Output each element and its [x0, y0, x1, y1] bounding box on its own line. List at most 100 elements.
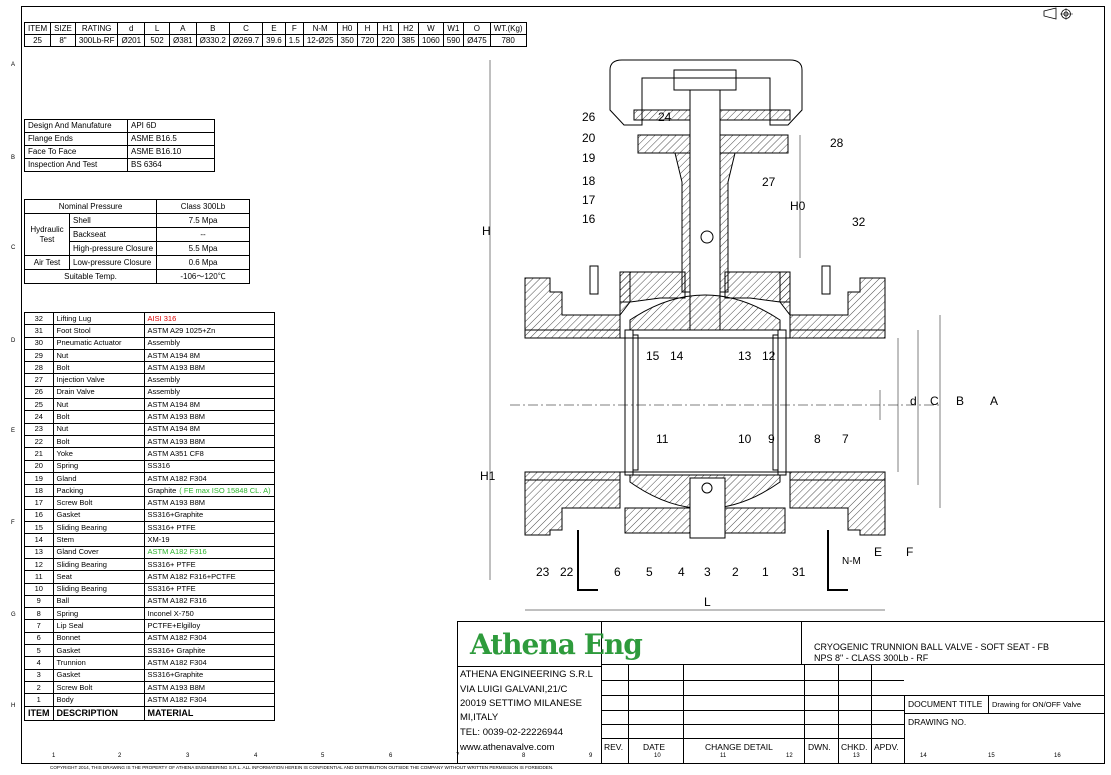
bom-material: ASTM A182 F304 — [143, 656, 275, 670]
change-detail-header: CHANGE DETAIL — [705, 742, 773, 752]
bom-description: Lip Seal — [52, 619, 145, 633]
bom-item-number: 30 — [24, 336, 54, 350]
dim-value: 12-Ø25 — [302, 34, 338, 47]
bom-material-text: SS316+ PTFE — [147, 559, 196, 569]
callout-label: 24 — [658, 110, 672, 124]
bom-item-number: 22 — [24, 434, 54, 449]
company-website[interactable]: www.athenavalve.com — [460, 742, 555, 753]
bom-material-text: Assembly — [147, 375, 181, 385]
document-title-value: Drawing for ON/OFF Valve — [992, 700, 1082, 709]
bom-description: Yoke — [52, 447, 145, 461]
bom-item-number: 29 — [24, 348, 54, 363]
projection-symbol-icon — [1043, 7, 1073, 20]
bom-material: Inconel X-750 — [143, 607, 275, 621]
callout-label: 15 — [646, 349, 660, 363]
dim-header: H0 — [336, 22, 358, 35]
bom-item-number: 10 — [24, 582, 54, 596]
bom-item-number-text: 15 — [34, 522, 43, 532]
bom-material-text: ASTM A193 B8M — [147, 498, 206, 508]
dim-value: 502 — [144, 34, 171, 47]
bom-material: Assembly — [143, 336, 275, 350]
dim-header: W — [417, 22, 444, 35]
bom-item-number-text: 23 — [34, 424, 43, 434]
bom-item-number-text: 4 — [36, 657, 41, 667]
bom-description-text: Bolt — [56, 362, 70, 372]
bom-material: ASTM A193 B8M — [143, 496, 275, 510]
valve-section-drawing: 26 24 20 19 18 17 16 28 27 32 15 14 13 1… — [480, 59, 998, 611]
bom-item-number: 27 — [24, 373, 54, 387]
bom-material-text: SS316 — [147, 461, 171, 471]
callout-label: 32 — [852, 215, 866, 229]
bom-description-text: Sliding Bearing — [56, 522, 107, 532]
bom-material-text: ASTM A194 8M — [147, 399, 201, 409]
company-country: MI,ITALY — [460, 712, 499, 723]
bom-item-number: 28 — [24, 361, 54, 375]
bom-item-number-text: 3 — [36, 670, 41, 680]
standard-value: API 6D — [127, 119, 215, 133]
bom-item-number: 18 — [24, 484, 54, 498]
bom-description-text: Drain Valve — [56, 387, 95, 397]
bom-item-number: 12 — [24, 557, 54, 572]
bom-description-text: Screw Bolt — [56, 682, 93, 692]
bom-description-text: Yoke — [56, 448, 73, 458]
bom-description: Spring — [52, 459, 145, 473]
bom-description-text: Gasket — [56, 510, 81, 520]
bom-description-text: Bolt — [56, 436, 70, 446]
bom-material: ASTM A182 F316 — [143, 594, 275, 609]
bom-item-number-text: 14 — [34, 534, 43, 544]
bom-description-text: Bonnet — [56, 633, 81, 643]
col-number: 16 — [1054, 753, 1061, 759]
lifting-lug-left — [589, 265, 599, 295]
bom-material-text: ASTM A182 F316 — [147, 547, 207, 557]
standard-value: ASME B16.5 — [127, 132, 215, 146]
bom-item-number-text: 2 — [36, 682, 41, 692]
bom-description-text: Nut — [56, 424, 69, 434]
bom-description: Injection Valve — [52, 373, 145, 387]
shell-label: Shell — [68, 213, 158, 228]
callout-label: 16 — [582, 212, 596, 226]
seat-left-inner — [632, 334, 639, 471]
col-number: 12 — [786, 753, 793, 759]
bom-material: SS316+ PTFE — [143, 582, 275, 596]
test-row: Nominal Pressure Class 300Lb — [23, 199, 251, 214]
body-lower-left — [524, 479, 621, 536]
bom-material: ASTM A193 B8M — [143, 410, 275, 424]
dim-label: C — [930, 394, 939, 408]
dim-header: ITEM — [23, 22, 52, 35]
company-name: ATHENA ENGINEERING S.R.L — [460, 669, 593, 680]
bom-material-text: Assembly — [147, 387, 181, 397]
bom-description: Packing — [52, 484, 145, 498]
dim-header: H1 — [377, 22, 399, 35]
bom-description: Nut — [52, 422, 145, 436]
bom-item-number: 17 — [24, 496, 54, 510]
bom-description-text: Spring — [56, 461, 79, 471]
bom-item-number-text: 20 — [34, 461, 43, 471]
bom-material-text: ASTM A194 8M — [147, 424, 201, 434]
company-city: 20019 SETTIMO MILANESE — [460, 698, 582, 709]
bom-material-text: ASTM A182 F304 — [147, 633, 207, 643]
dim-label: B — [956, 394, 964, 408]
bom-item-number: 15 — [24, 521, 54, 535]
callout-label: 13 — [738, 349, 752, 363]
bom-description: Lifting Lug — [52, 311, 145, 326]
col-number: 5 — [321, 753, 325, 759]
bom-material: PCTFE+Elgilloy — [143, 619, 275, 633]
bom-description: Ball — [52, 594, 145, 609]
bom-material-text: SS316+Graphite — [147, 510, 204, 520]
col-number: 1 — [52, 753, 56, 759]
callout-label: 26 — [582, 110, 596, 124]
bom-material-text: SS316+ PTFE — [147, 584, 196, 594]
row-letter: C — [11, 245, 16, 251]
test-row: Air Test Low-pressure Closure 0.6 Mpa — [24, 255, 251, 270]
bom-item-number: 16 — [24, 508, 54, 523]
bom-material: ASTM A194 8M — [143, 422, 275, 436]
bom-header-row: ITEM DESCRIPTION MATERIAL — [24, 705, 275, 721]
bom-item-number: 9 — [24, 594, 54, 609]
